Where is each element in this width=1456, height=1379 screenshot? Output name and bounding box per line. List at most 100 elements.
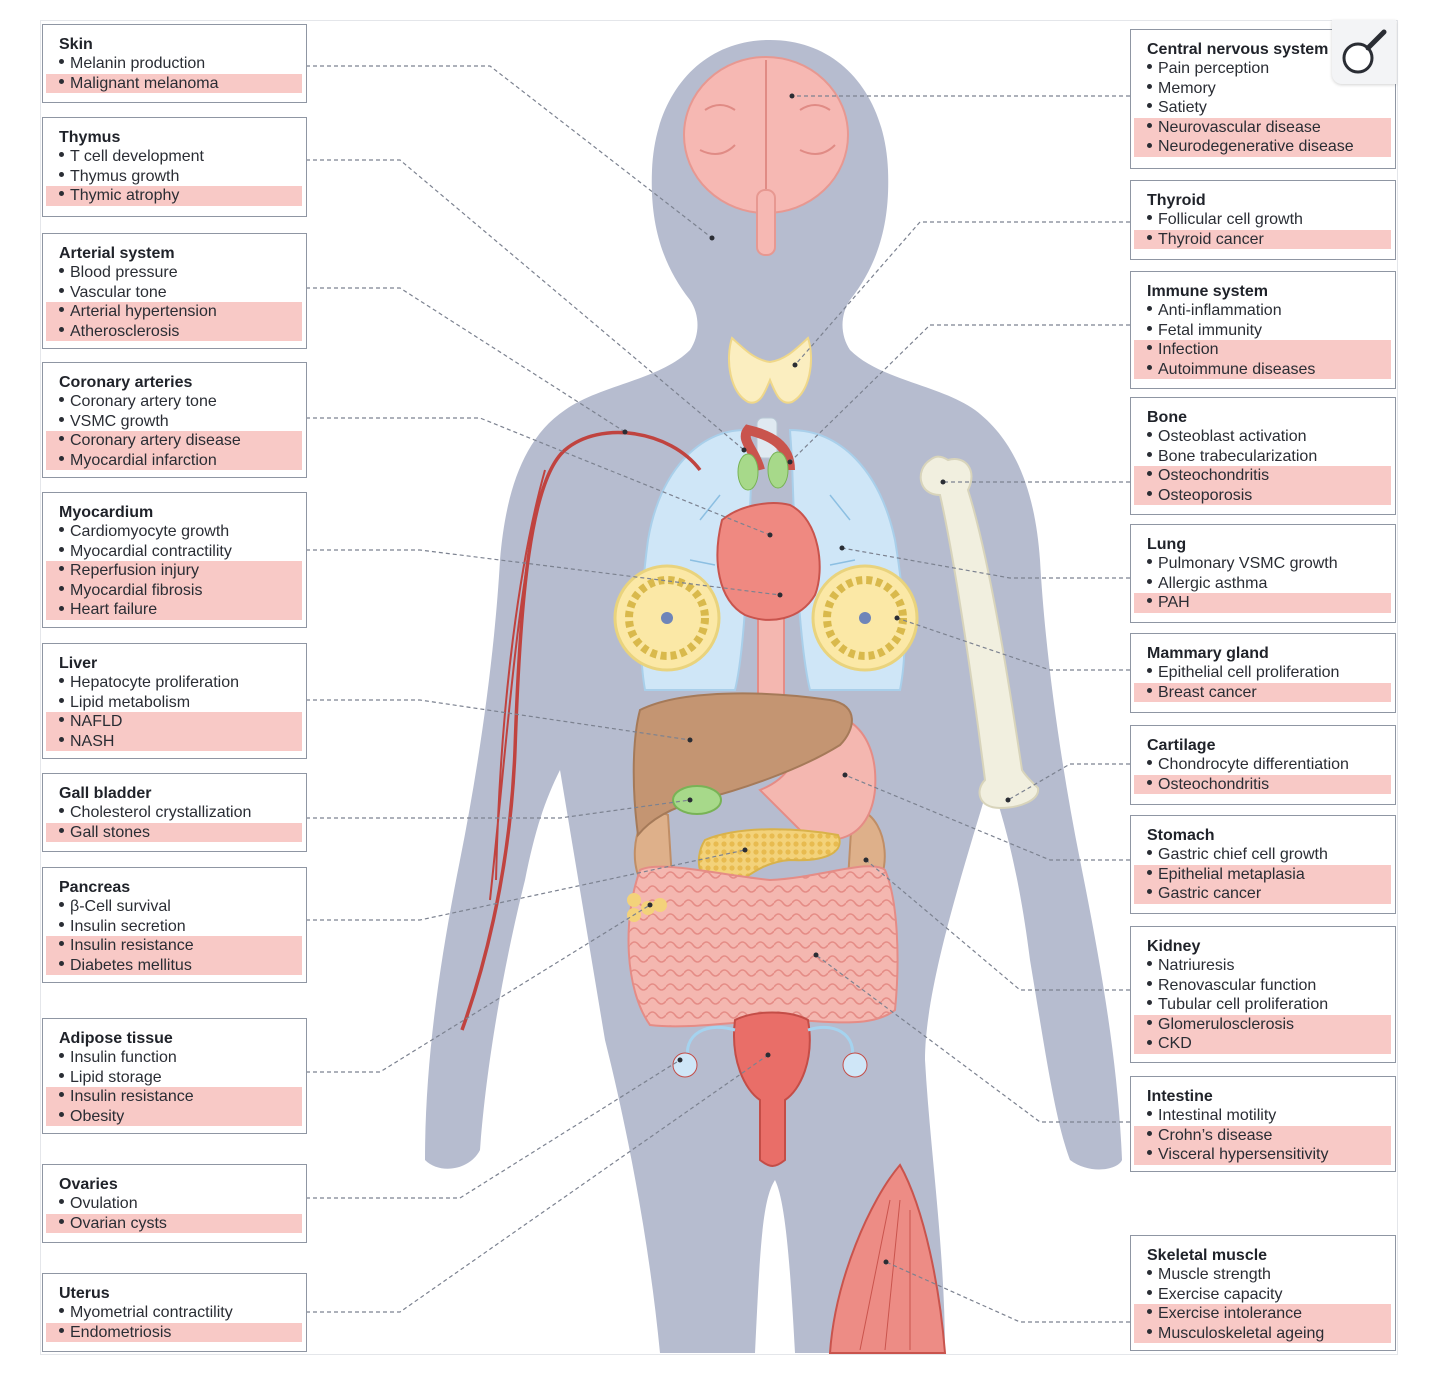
function-item: Epithelial cell proliferation — [1147, 663, 1391, 683]
box-title: Thyroid — [1147, 192, 1206, 209]
bullet-icon — [1147, 325, 1152, 331]
box-ovaries: Ovaries Ovulation Ovarian cysts — [42, 1164, 307, 1243]
function-text: Myometrial contractility — [70, 1304, 233, 1321]
artery — [460, 430, 702, 1031]
disease-text: Insulin resistance — [70, 1088, 194, 1106]
function-item: Thymus growth — [59, 167, 302, 187]
bullet-icon — [59, 436, 64, 442]
bullet-icon — [59, 456, 64, 462]
box-title: Thymus — [59, 129, 121, 146]
function-text: Blood pressure — [70, 264, 178, 281]
bullet-icon — [59, 941, 64, 947]
function-text: Cardiomyocyte growth — [70, 523, 230, 540]
disease-text: Malignant melanoma — [70, 74, 219, 92]
zoom-button[interactable] — [1332, 20, 1396, 84]
disease-item: Myocardial fibrosis — [46, 580, 302, 601]
box-immune-system: Immune system Anti-inflammation Fetal im… — [1130, 271, 1396, 389]
function-item: T cell development — [59, 147, 302, 167]
bullet-icon — [59, 307, 64, 313]
disease-text: Obesity — [70, 1107, 125, 1125]
thyroid-gland — [728, 336, 812, 404]
function-text: Myocardial contractility — [70, 542, 232, 560]
box-adipose-tissue: Adipose tissue Insulin function Lipid st… — [42, 1018, 307, 1134]
bullet-icon — [59, 827, 64, 833]
bullet-icon — [1147, 123, 1152, 129]
function-text: Exercise capacity — [1158, 1285, 1283, 1303]
disease-item: NAFLD — [46, 712, 302, 732]
bullet-icon — [1147, 64, 1152, 70]
bullet-icon — [1147, 980, 1152, 986]
disease-text: Autoimmune diseases — [1158, 360, 1316, 378]
function-text: Satiety — [1158, 99, 1207, 117]
box-title: Stomach — [1147, 827, 1215, 844]
bullet-icon — [59, 327, 64, 333]
function-item: Osteoblast activation — [1147, 427, 1391, 447]
box-title: Immune system — [1147, 283, 1268, 300]
function-item: Insulin secretion — [59, 917, 302, 937]
bullet-icon — [1147, 103, 1152, 109]
disease-item: Gall stones — [46, 822, 302, 843]
box-title: Bone — [1147, 409, 1187, 426]
bullet-icon — [1147, 869, 1152, 875]
function-item: Anti-inflammation — [1147, 301, 1391, 321]
bullet-icon — [1147, 559, 1152, 565]
disease-text: Osteochondritis — [1158, 775, 1270, 793]
disease-text: Endometriosis — [70, 1323, 172, 1341]
bullet-icon — [59, 171, 64, 177]
disease-item: Neurodegenerative disease — [1134, 137, 1391, 157]
box-title: Myocardium — [59, 504, 154, 521]
function-item: Lipid metabolism — [59, 693, 302, 713]
box-title: Intestine — [1147, 1088, 1213, 1105]
box-skin: Skin Melanin production Malignant melano… — [42, 24, 307, 103]
function-text: Renovascular function — [1158, 976, 1317, 994]
function-item: Myometrial contractility — [59, 1303, 302, 1323]
function-text: Ovulation — [70, 1195, 138, 1212]
function-text: Osteoblast activation — [1158, 428, 1307, 445]
bullet-icon — [59, 1053, 64, 1059]
disease-item: Exercise intolerance — [1134, 1304, 1391, 1324]
bullet-icon — [1147, 1150, 1152, 1156]
magnifier-icon — [1342, 29, 1387, 74]
bullet-icon — [1147, 142, 1152, 148]
disease-item: Insulin resistance — [46, 1087, 302, 1107]
bullet-icon — [1147, 365, 1152, 371]
bullet-icon — [1147, 1130, 1152, 1136]
disease-item: Reperfusion injury — [46, 561, 302, 581]
function-item: Bone trabecularization — [1147, 447, 1391, 467]
disease-text: Diabetes mellitus — [70, 956, 192, 974]
disease-text: Glomerulosclerosis — [1158, 1015, 1295, 1033]
bullet-icon — [59, 1092, 64, 1098]
disease-item: Osteochondritis — [1134, 774, 1391, 795]
bullet-icon — [59, 1112, 64, 1118]
bullet-icon — [1147, 451, 1152, 457]
function-item: Allergic asthma — [1147, 574, 1391, 594]
disease-text: Exercise intolerance — [1158, 1305, 1303, 1323]
disease-text: Neurovascular disease — [1158, 118, 1321, 136]
box-title: Arterial system — [59, 245, 175, 262]
function-item: Melanin production — [59, 54, 302, 74]
disease-item: Breast cancer — [1134, 682, 1391, 703]
function-item: Hepatocyte proliferation — [59, 673, 302, 693]
disease-text: Thyroid cancer — [1158, 230, 1264, 248]
bullet-icon — [1147, 760, 1152, 766]
disease-text: Epithelial metaplasia — [1158, 865, 1305, 883]
function-text: Hepatocyte proliferation — [70, 674, 239, 691]
disease-item: Gastric cancer — [1134, 884, 1391, 904]
bone — [919, 455, 1040, 810]
box-liver: Liver Hepatocyte proliferation Lipid met… — [42, 643, 307, 759]
disease-text: Breast cancer — [1158, 683, 1257, 701]
function-text: Fetal immunity — [1158, 321, 1263, 339]
disease-text: Visceral hypersensitivity — [1158, 1146, 1329, 1164]
function-text: Thymus growth — [70, 167, 180, 185]
box-lung: Lung Pulmonary VSMC growth Allergic asth… — [1130, 524, 1396, 623]
disease-item: Osteochondritis — [1134, 466, 1391, 486]
bullet-icon — [59, 416, 64, 422]
bullet-icon — [59, 268, 64, 274]
bullet-icon — [1147, 306, 1152, 312]
function-text: Melanin production — [70, 55, 206, 72]
bullet-icon — [1147, 1289, 1152, 1295]
function-item: Coronary artery tone — [59, 392, 302, 412]
intestines — [627, 865, 899, 1028]
gall-bladder-organ — [672, 785, 722, 815]
